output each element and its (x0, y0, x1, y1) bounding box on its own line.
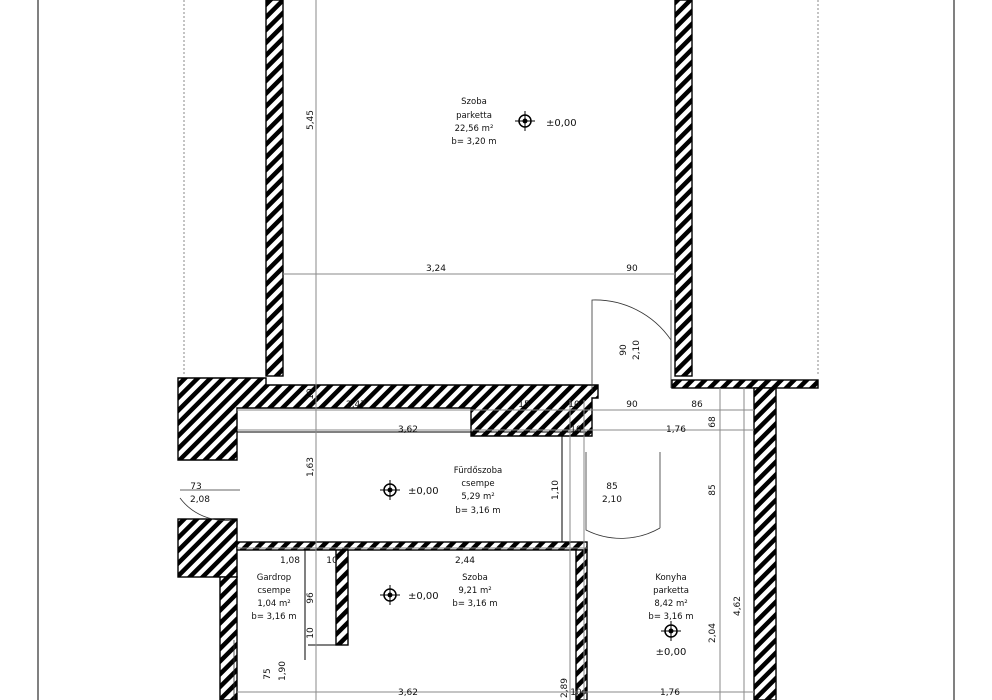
interior-lines (236, 431, 592, 660)
dimension-label: 10 (306, 388, 316, 400)
dimension-label: 85 (606, 482, 617, 492)
wall-middle (177, 377, 599, 461)
dimension-label: 73 (190, 482, 201, 492)
walls (177, 0, 819, 700)
dimension-label: 2,10 (632, 340, 642, 360)
wall-top-left (265, 0, 284, 377)
dimension-label: 90 (619, 344, 629, 356)
dimension-label: 4,62 (733, 596, 743, 616)
dimension-label: 3,24 (426, 264, 446, 274)
dimension-label: 86 (691, 400, 703, 410)
dimension-lines (237, 0, 754, 700)
room-name: Szoba (462, 573, 488, 583)
dimension-label: 10 (570, 425, 582, 435)
dimension-label: 1,10 (551, 480, 561, 500)
dimension-label: 2,08 (190, 495, 210, 505)
door-bath (585, 452, 661, 539)
dimension-label: 1,08 (280, 556, 300, 566)
room-name: Gardrop (257, 573, 291, 583)
door-top (591, 299, 672, 392)
wall-middle-right (671, 379, 819, 389)
wall-bath-bottom (236, 541, 588, 551)
dimension-label: 2,89 (560, 678, 570, 698)
room-name: Fürdőszoba (454, 466, 502, 476)
dimension-label: 3,62 (398, 688, 418, 698)
dimension-label: 3,62 (398, 425, 418, 435)
drawing-frame (37, 0, 955, 700)
dimension-label: 90 (626, 400, 638, 410)
dimension-label: 15 (518, 400, 529, 410)
level-value: ±0,00 (408, 591, 439, 602)
doors (179, 299, 672, 700)
dimension-label: 1,76 (660, 688, 680, 698)
dimension-label: 10 (570, 688, 582, 698)
room-name: Konyha (655, 573, 686, 583)
room-area: 5,29 m² (461, 492, 494, 502)
level-mark-icon (380, 585, 400, 605)
dimension-label: 96 (306, 592, 316, 604)
room-floor: csempe (257, 586, 290, 596)
room-floor: parketta (653, 586, 689, 596)
dimension-label: 85 (708, 484, 718, 495)
dimension-label: 1,76 (666, 425, 686, 435)
dimension-label: 1,63 (306, 457, 316, 477)
dimension-label: 2,47 (346, 400, 366, 410)
room-labels: Szoba parketta 22,56 m² b= 3,20 m ±0,00 … (251, 97, 693, 658)
wall-right-vertical (753, 387, 777, 700)
room-height: b= 3,16 m (648, 612, 693, 622)
room-floor: parketta (456, 111, 492, 121)
door-left (179, 497, 233, 521)
level-mark-icon (661, 621, 681, 641)
dimension-label: 90 (626, 264, 638, 274)
level-value: ±0,00 (408, 486, 439, 497)
dimension-label: 2,04 (708, 623, 718, 643)
dimension-label: 5,45 (306, 110, 316, 130)
level-mark-icon (515, 111, 535, 131)
room-name: Szoba (461, 97, 487, 107)
level-value: ±0,00 (656, 647, 687, 658)
room-floor: csempe (461, 479, 494, 489)
dimension-labels: 5,45 3,24 90 90 2,10 10 2,47 15 10 90 86… (190, 110, 743, 698)
wall-top-right (674, 0, 693, 377)
wall-gardrob-side (335, 549, 349, 646)
room-area: 8,42 m² (654, 599, 687, 609)
room-height: b= 3,16 m (452, 599, 497, 609)
dimension-label: 68 (708, 416, 718, 428)
level-value: ±0,00 (546, 118, 577, 129)
dimension-label: 10 (306, 627, 316, 639)
wall-szoba-right (575, 549, 588, 700)
room-height: b= 3,20 m (451, 137, 496, 147)
dimension-label: 1,90 (278, 661, 288, 681)
level-markers (380, 111, 681, 641)
wall-left-bottom (219, 576, 238, 700)
dimension-label: 10 (326, 556, 338, 566)
wall-left-lower (177, 518, 238, 578)
room-area: 9,21 m² (458, 586, 491, 596)
room-area: 1,04 m² (257, 599, 290, 609)
room-height: b= 3,16 m (455, 506, 500, 516)
room-height: b= 3,16 m (251, 612, 296, 622)
dimension-label: 2,10 (602, 495, 622, 505)
dimension-label: 75 (263, 668, 273, 679)
dimension-label: 10 (568, 400, 580, 410)
level-mark-icon (380, 480, 400, 500)
room-area: 22,56 m² (455, 124, 494, 134)
dimension-label: 2,44 (455, 556, 475, 566)
